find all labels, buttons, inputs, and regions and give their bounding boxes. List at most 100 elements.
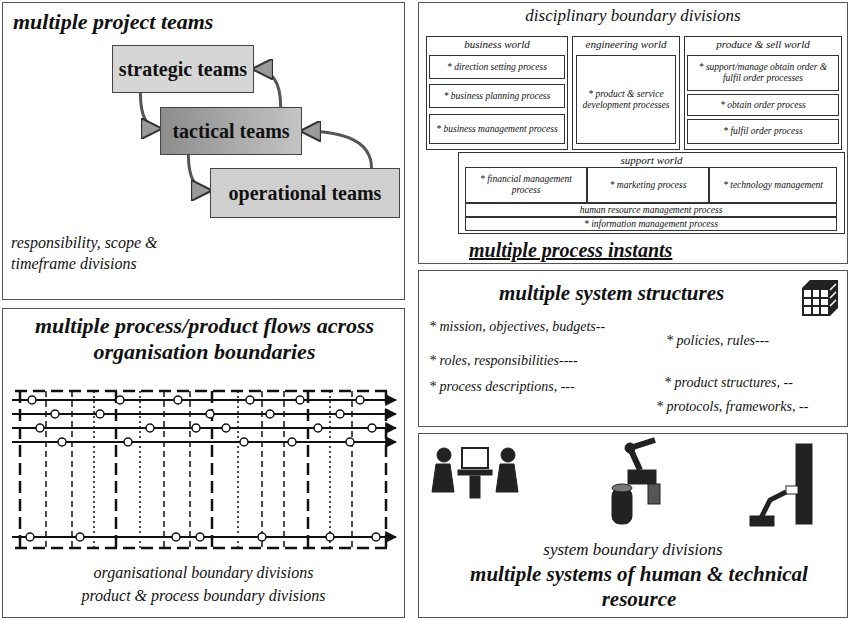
panel: disciplinary boundary divisions multiple … (418, 2, 848, 264)
flow-diagram (12, 391, 396, 548)
node-label: * information management process (584, 219, 718, 230)
flow-point (346, 438, 354, 446)
node-label: * obtain order process (720, 100, 806, 111)
node-label: * financial management process (468, 174, 584, 196)
flow-point (326, 533, 334, 541)
process-box: * direction setting process (429, 55, 565, 79)
flow-point (28, 396, 36, 404)
panel: multiple system structures * mission, obj… (418, 270, 848, 427)
node-label: strategic teams (119, 58, 247, 80)
body-text: multiple systems of human & technical re… (459, 562, 819, 612)
node-label: * marketing process (610, 180, 687, 191)
flow-point (240, 438, 248, 446)
cycle-arrow (140, 93, 160, 129)
heading-text: system boundary divisions (419, 540, 847, 560)
panel: multiple process/product flows across or… (2, 308, 405, 618)
flow-line (12, 441, 396, 443)
world-box: produce & sell world * support/manage obt… (684, 36, 842, 150)
heading-text: multiple system structures (499, 281, 799, 306)
flow-point (51, 410, 59, 418)
flow-point (356, 396, 364, 404)
heading-text: multiple project teams (13, 9, 333, 35)
flow-line (12, 427, 396, 429)
flow-point (336, 410, 344, 418)
flow-point (58, 438, 66, 446)
heading-text: disciplinary boundary divisions (419, 6, 847, 26)
flow-point (206, 410, 214, 418)
flow-point (172, 533, 180, 541)
heading-text: business world (427, 38, 567, 51)
process-box: * business management process (429, 114, 565, 144)
flow-point (76, 533, 84, 541)
process-box: * support/manage obtain order & fulfil o… (687, 55, 839, 91)
cycle-arrow (188, 155, 210, 191)
flow-point (266, 410, 274, 418)
flow-line (12, 399, 396, 401)
flow-point (372, 533, 380, 541)
body-text: * mission, objectives, budgets-- (429, 319, 659, 336)
node-label: * technology management (723, 180, 823, 191)
body-text: * product structures, -- (664, 375, 844, 392)
world-box: support world * financial management proc… (458, 152, 845, 234)
world-box: engineering world * product & service dev… (572, 36, 680, 150)
flow-point (196, 533, 204, 541)
process-box: * financial management process (465, 167, 587, 203)
node-label: * fulfil order process (723, 126, 802, 137)
node-label: operational teams (229, 182, 382, 204)
grid-icon (802, 280, 838, 316)
world-box: business world * direction setting proces… (426, 36, 568, 150)
flow-point (36, 424, 44, 432)
team-box: operational teams (210, 168, 400, 218)
flow-point (246, 396, 254, 404)
node-label: * support/manage obtain order & fulfil o… (690, 62, 836, 84)
process-box: * fulfil order process (687, 119, 839, 144)
node-label: * business management process (436, 124, 557, 135)
heading-text: multiple process/product flows across or… (13, 313, 396, 366)
node-label: human resource management process (580, 205, 723, 216)
node-label: tactical teams (172, 120, 289, 142)
resource-icons (432, 440, 812, 526)
flow-point (258, 533, 266, 541)
flow-point (296, 396, 304, 404)
body-text: * protocols, frameworks, -- (656, 399, 844, 416)
process-box: * information management process (465, 217, 837, 231)
heading-text: engineering world (573, 38, 679, 51)
cycle-arrow (254, 69, 281, 107)
process-box: * marketing process (587, 167, 709, 203)
body-text: * roles, responsibilities---- (429, 353, 659, 370)
panel: multiple project teams responsibility, sc… (2, 2, 405, 300)
flow-point (26, 533, 34, 541)
process-box: * business planning process (429, 84, 565, 108)
node-label: * business planning process (444, 91, 551, 102)
heading-text: produce & sell world (685, 38, 841, 51)
team-box: strategic teams (112, 45, 254, 93)
heading-text: support world (459, 154, 844, 167)
body-text: product & process boundary divisions (3, 586, 404, 607)
body-text: * policies, rules--- (666, 333, 841, 350)
team-box: tactical teams (160, 107, 302, 155)
process-box: human resource management process (465, 203, 837, 217)
flow-point (192, 424, 200, 432)
node-label: * direction setting process (447, 62, 547, 73)
process-box: * product & service development processe… (576, 55, 676, 144)
flow-line (15, 547, 390, 550)
flow-point (368, 424, 376, 432)
flow-point (314, 424, 322, 432)
cycle-arrow (302, 131, 372, 168)
process-box: * technology management (709, 167, 837, 203)
node-label: * product & service development processe… (579, 89, 673, 111)
body-text: responsibility, scope & timeframe divisi… (11, 233, 211, 275)
flow-point (174, 396, 182, 404)
flow-point (288, 438, 296, 446)
flow-point (146, 424, 154, 432)
flow-point (116, 396, 124, 404)
body-text: multiple process instants (469, 239, 789, 262)
process-box: * obtain order process (687, 94, 839, 116)
flow-point (222, 424, 230, 432)
flow-point (96, 410, 104, 418)
panel: system boundary divisionsmultiple system… (418, 433, 848, 618)
body-text: * process descriptions, --- (429, 379, 659, 396)
flow-point (124, 438, 132, 446)
body-text: organisational boundary divisions (3, 563, 404, 584)
